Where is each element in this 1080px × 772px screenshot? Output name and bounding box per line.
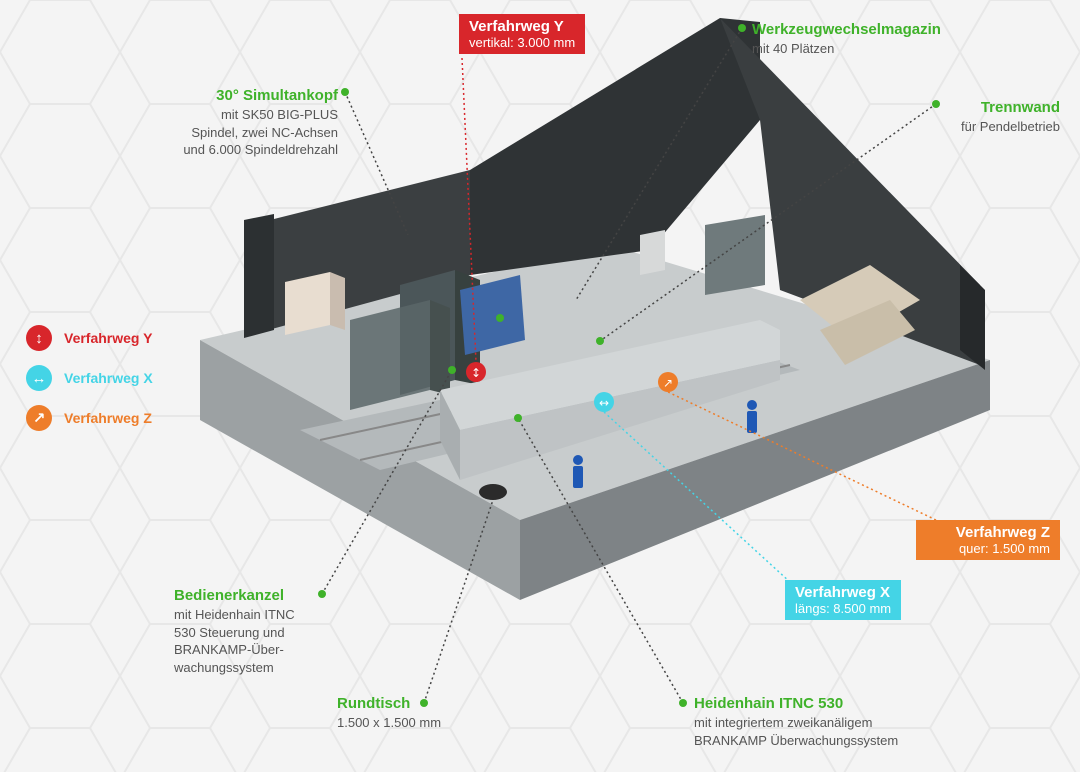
callout-desc: mit Heidenhain ITNC 530 Steuerung und BR… [174,607,295,675]
leader-werkzeug [575,27,743,301]
control-cabinet [285,272,330,335]
callout-verfahrweg-x: Verfahrweg X längs: 8.500 mm [785,580,902,620]
callout-bedienerkanzel: Bedienerkanzel mit Heidenhain ITNC 530 S… [174,586,295,676]
callout-werkzeug: Werkzeugwechselmagazin mit 40 Plätzen [752,20,941,58]
legend-label: Verfahrweg Y [64,330,153,346]
operator-cabin [350,300,430,410]
callout-desc: 1.500 x 1.500 mm [337,715,442,731]
y-axis-marker: ↕ [466,362,486,382]
callout-title: Bedienerkanzel [174,587,285,604]
floor-side-right [520,360,990,600]
legend-item-z: ↗ Verfahrweg Z [26,398,153,438]
right-wall [720,18,980,365]
back-wall-right [470,18,760,275]
callout-title: Heidenhain ITNC 530 [694,695,844,712]
callout-title: Verfahrweg X [795,584,891,601]
callout-title: Werkzeugwechselmagazin [752,21,941,38]
callout-rundtisch: Rundtisch 1.500 x 1.500 mm [337,694,441,732]
vertical-arrows-icon: ↕ [26,325,52,351]
callout-desc: längs: 8.500 mm [795,601,892,616]
callout-simultankopf: 30° Simultankopf mit SK50 BIG-PLUS Spind… [183,86,338,159]
callout-desc: mit 40 Plätzen [752,41,835,57]
right-wall-edge [960,265,985,370]
callout-trennwand: Trennwand für Pendelbetrieb [961,98,1060,136]
svg-text:↔: ↔ [599,396,609,410]
callout-desc: für Pendelbetrieb [960,119,1060,135]
floor-side-left [200,340,520,600]
spindle-head-unit [460,275,525,355]
legend-item-y: ↕ Verfahrweg Y [26,318,153,358]
legend-label: Verfahrweg Z [64,410,152,426]
operator-figure-1 [573,455,583,488]
z-axis-marker: ↗ [658,372,678,392]
horizontal-arrows-icon: ↔ [26,365,52,391]
leader-verfahrweg-y [461,57,477,363]
leader-rundtisch [423,499,494,704]
callout-desc: quer: 1.500 mm [958,541,1050,556]
callout-title: Trennwand [980,99,1060,116]
chip-conveyor [800,265,920,340]
legend-item-x: ↔ Verfahrweg X [26,358,153,398]
operator-figure-2 [747,400,757,433]
x-axis-marker: ↔ [594,392,614,412]
svg-text:↕: ↕ [471,366,481,380]
callout-title: 30° Simultankopf [216,87,338,104]
callout-heidenhain: Heidenhain ITNC 530 mit integriertem zwe… [694,694,898,749]
callout-title: Verfahrweg Z [955,524,1050,541]
callout-title: Verfahrweg Y [469,18,564,35]
axis-legend: ↕ Verfahrweg Y ↔ Verfahrweg X ↗ Verfahrw… [26,318,153,438]
legend-label: Verfahrweg X [64,370,153,386]
callout-verfahrweg-y: Verfahrweg Y vertikal: 3.000 mm [459,14,586,54]
callout-title: Rundtisch [337,695,411,712]
callout-verfahrweg-z: Verfahrweg Z quer: 1.500 mm [916,520,1060,560]
leader-simultankopf [344,91,409,236]
callout-desc: vertikal: 3.000 mm [469,35,576,50]
rear-cabin [705,215,765,295]
callout-desc: mit SK50 BIG-PLUS Spindel, zwei NC-Achse… [183,107,338,158]
callout-desc: mit integriertem zweikanäligem BRANKAMP … [694,715,899,748]
left-pillar [244,214,274,338]
leader-verfahrweg-x [603,411,791,583]
svg-text:↗: ↗ [663,376,673,390]
diagonal-arrows-icon: ↗ [26,405,52,431]
machine-housing [440,320,780,430]
rotary-table [479,484,507,500]
leader-bedienerkanzel [321,369,453,595]
leader-trennwand [599,103,937,342]
